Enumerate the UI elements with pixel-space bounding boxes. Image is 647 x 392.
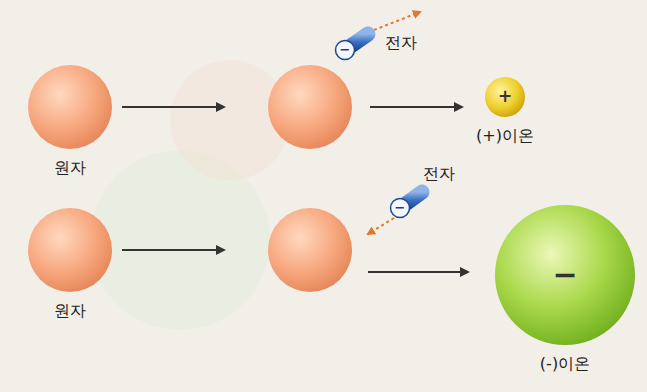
- electron-ball: [336, 41, 355, 60]
- ion-circle: [485, 77, 525, 117]
- atom-circle: [28, 208, 112, 292]
- charge-sign: +: [498, 87, 512, 107]
- electron-node: − 전자: [385, 165, 475, 225]
- process-arrow: [122, 106, 224, 108]
- electron-label: 전자: [385, 34, 417, 52]
- electron-leave-arrow: [374, 12, 420, 30]
- atom-label: 원자: [54, 159, 86, 177]
- electron-enter-arrow: [368, 218, 394, 234]
- ion-node: −(-)이온: [495, 205, 635, 345]
- atom-label: 원자: [54, 302, 86, 320]
- electron-sign: −: [395, 201, 406, 216]
- electron-ball: [391, 199, 410, 218]
- electron-node: − 전자: [330, 20, 420, 70]
- atom-circle: [28, 208, 112, 292]
- electron-sign: −: [340, 43, 351, 58]
- electron-label: 전자: [423, 165, 455, 183]
- process-arrow: [370, 106, 462, 108]
- ion-label: (+)이온: [476, 127, 534, 145]
- atom-circle: [28, 65, 112, 149]
- atom-node: 원자: [28, 65, 112, 149]
- process-arrow: [122, 249, 224, 251]
- atom-node: 원자: [28, 208, 112, 292]
- atom-circle: [268, 65, 352, 149]
- atom-circle: [28, 65, 112, 149]
- process-arrow: [368, 271, 468, 273]
- atom-circle: [268, 208, 352, 292]
- ion-circle: [495, 205, 635, 345]
- ion-label: (-)이온: [540, 355, 590, 373]
- ion-node: +(+)이온: [485, 77, 525, 117]
- charge-sign: −: [552, 258, 577, 293]
